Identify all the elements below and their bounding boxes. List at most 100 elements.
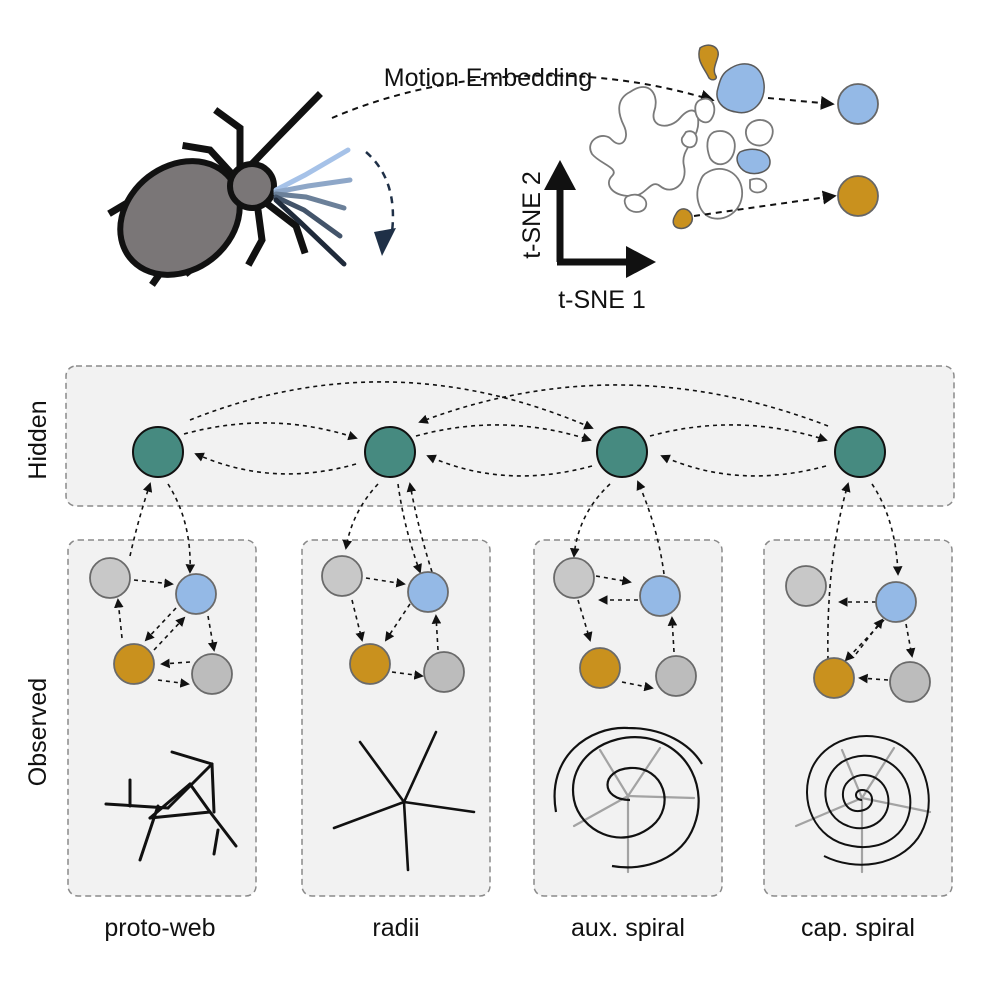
observed-state-gold <box>579 647 621 689</box>
tsne-cluster <box>623 193 648 213</box>
observed-state-blue <box>407 571 449 613</box>
tsne-cluster <box>745 119 774 147</box>
hidden-transition-arrow <box>194 452 357 475</box>
tsne-y-arrowhead <box>544 160 576 190</box>
observed-transition-arrow <box>855 618 884 655</box>
observed-state-blue <box>639 575 681 617</box>
stage-label-proto-web: proto-web <box>104 914 215 942</box>
observed-state-blue <box>875 581 917 623</box>
emission-arrow <box>636 480 665 575</box>
hidden-transition-arrow <box>418 384 829 427</box>
stage-label-aux-spiral: aux. spiral <box>571 914 685 942</box>
observed-panel-proto-web <box>67 539 257 897</box>
observed-transition-arrow <box>595 575 632 586</box>
state-node-gold <box>837 175 879 217</box>
hidden-state-3 <box>596 426 648 478</box>
leg-motion-arrow <box>365 151 395 233</box>
observed-transition-arrow <box>391 670 424 680</box>
stage-label-radii: radii <box>372 914 419 942</box>
tsne-axes: t-SNE 1 t-SNE 2 <box>518 160 656 314</box>
spider-illustration <box>107 91 396 287</box>
emission-arrow <box>397 483 422 574</box>
state-node-blue <box>837 83 879 125</box>
observed-state-gray <box>423 651 465 693</box>
tsne-x-label: t-SNE 1 <box>558 286 646 314</box>
observed-panel <box>533 539 723 897</box>
hidden-transition-arrow <box>415 424 592 443</box>
hidden-layer-label: Hidden <box>24 400 52 479</box>
observed-transition-arrow <box>114 598 124 639</box>
motion-embedding-label: Motion Embedding <box>384 64 592 92</box>
radii-drawing <box>332 730 476 872</box>
observed-state-nodes <box>89 555 931 703</box>
hidden-transition-arrow <box>183 422 358 441</box>
tsne-cluster-gold <box>698 44 719 81</box>
hidden-state-2 <box>364 426 416 478</box>
observed-transition-arrow <box>157 678 190 688</box>
cap-spiral-path <box>806 735 930 866</box>
emission-arrow <box>406 482 433 573</box>
cap-spiral-drawing <box>794 735 932 874</box>
observed-state-gold <box>113 643 155 685</box>
observed-transition-arrow <box>621 681 654 692</box>
observed-state-gray <box>89 557 131 599</box>
leg-motion-arrowhead <box>374 228 396 256</box>
hidden-transition-arrow <box>649 424 828 443</box>
emission-arrow <box>167 483 196 574</box>
emission-arrows <box>129 480 903 661</box>
hidden-layer-panel <box>65 365 955 507</box>
observed-state-gray <box>553 557 595 599</box>
observed-state-gray <box>889 661 931 703</box>
observed-state-gray <box>655 655 697 697</box>
tsne-cluster-gold <box>672 208 694 230</box>
tsne-cluster <box>694 97 716 124</box>
cluster-to-gold-arrow <box>693 190 837 217</box>
aux-spiral-drawing <box>553 726 703 874</box>
tsne-y-label: t-SNE 2 <box>518 171 546 259</box>
emission-arrow <box>569 483 611 558</box>
observed-transition-arrow <box>365 577 406 588</box>
tsne-cluster-blue <box>736 148 771 175</box>
tsne-cluster <box>696 168 743 220</box>
leg-motion-trail <box>273 147 353 267</box>
observed-transition-arrow <box>133 578 174 588</box>
observed-transition-arrow <box>431 614 442 651</box>
hidden-state-1 <box>132 426 184 478</box>
observed-transition-arrow <box>577 599 593 642</box>
observed-panel <box>301 539 491 897</box>
tsne-cluster-map <box>589 44 879 230</box>
observed-state-blue <box>175 573 217 615</box>
emission-arrow <box>129 482 153 557</box>
tsne-cluster-large <box>589 86 700 197</box>
stage-label-cap-spiral: cap. spiral <box>801 914 915 942</box>
aux-spiral-path <box>571 736 700 869</box>
observed-layer-label: Observed <box>24 678 52 786</box>
observed-panel <box>67 539 257 897</box>
observed-panel-radii <box>301 539 491 897</box>
tsne-cluster <box>706 130 736 166</box>
hidden-transition-arrow <box>189 381 594 430</box>
observed-transition-arrow <box>905 623 916 658</box>
observed-transition-arrow <box>207 615 218 652</box>
observed-transition-arrow <box>351 599 365 642</box>
observed-state-gold <box>349 643 391 685</box>
tsne-cluster <box>680 130 698 149</box>
hidden-transitions <box>183 381 829 477</box>
cluster-to-blue-arrow <box>767 95 835 110</box>
spider-head <box>227 161 277 211</box>
observed-state-gray <box>321 555 363 597</box>
tsne-cluster <box>749 177 768 194</box>
observed-transitions <box>114 575 916 692</box>
observed-state-gold <box>813 657 855 699</box>
hidden-state-4 <box>834 426 886 478</box>
emission-arrow <box>871 483 903 576</box>
tsne-x-arrowhead <box>626 246 656 278</box>
emission-arrow <box>342 483 379 550</box>
observed-state-gray <box>785 565 827 607</box>
tsne-cluster-blue <box>716 63 765 114</box>
observed-transition-arrow <box>667 616 678 653</box>
observed-state-gray <box>191 653 233 695</box>
observed-panel-aux-spiral <box>533 539 723 897</box>
